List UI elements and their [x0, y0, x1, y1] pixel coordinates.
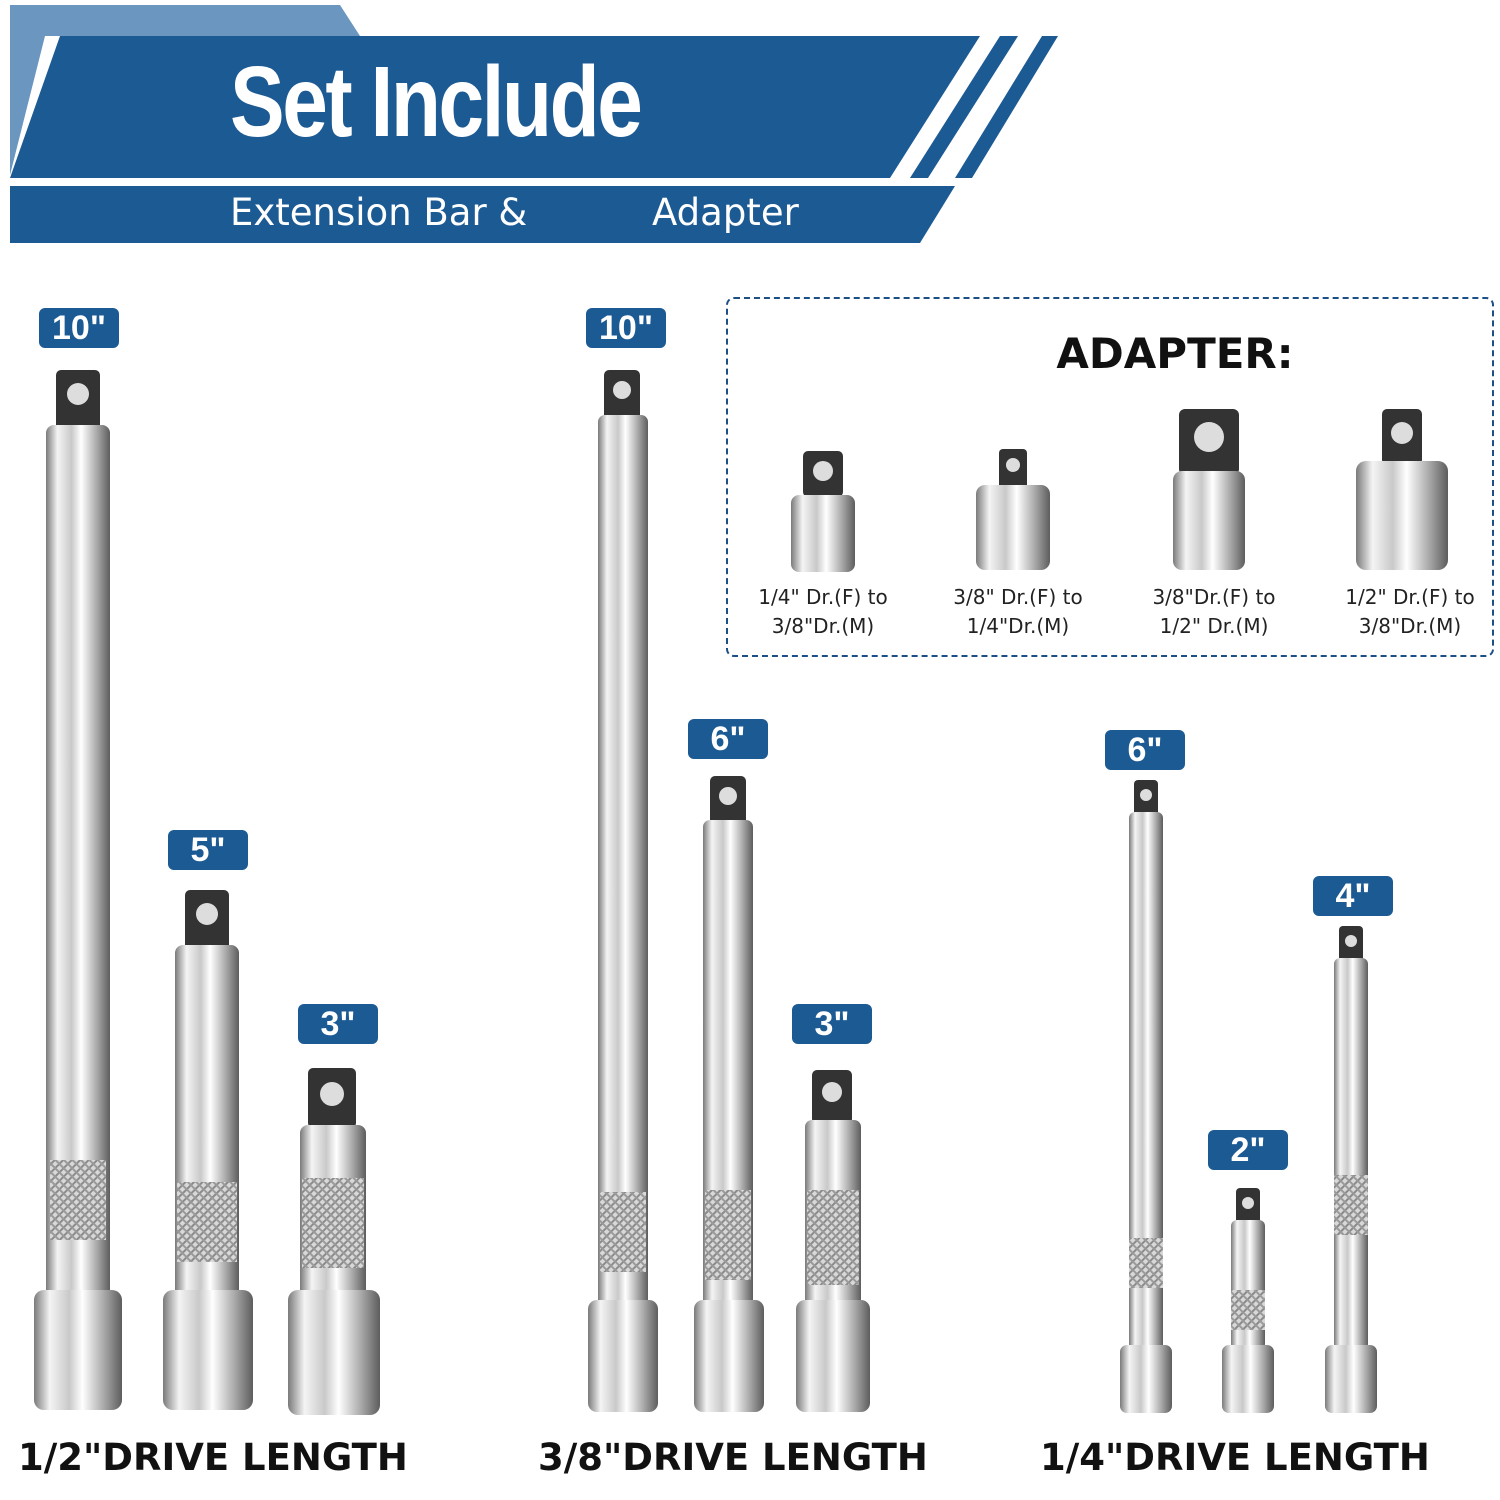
length-badge-quarter-4in: 4": [1313, 876, 1393, 916]
length-badge-half-10in: 10": [39, 308, 119, 348]
bar-quarter-4in: [1325, 926, 1377, 1413]
bar-quarter-6in: [1120, 780, 1172, 1413]
bar-3-8-6in: [694, 776, 764, 1412]
length-badge-3-8-6in: 6": [688, 719, 768, 759]
adapter-caption-1-line2: 3/8"Dr.(M): [771, 614, 875, 638]
adapter-image-3: [1173, 409, 1245, 570]
adapter-caption-1: 1/4" Dr.(F) to 3/8"Dr.(M): [733, 583, 913, 641]
subtitle-adapter: Adapter: [652, 191, 799, 234]
adapter-image-1: [791, 451, 855, 572]
length-badge-half-3in: 3": [298, 1004, 378, 1044]
adapter-caption-3-line1: 3/8"Dr.(F) to: [1152, 585, 1276, 609]
page-title: Set Include: [230, 46, 643, 158]
length-badge-3-8-3in: 3": [792, 1004, 872, 1044]
subtitle-extension-bar: Extension Bar &: [230, 191, 528, 234]
header-banner: [10, 5, 1058, 243]
length-badge-quarter-2in: 2": [1208, 1130, 1288, 1170]
adapter-caption-1-line1: 1/4" Dr.(F) to: [758, 585, 888, 609]
adapter-caption-4: 1/2" Dr.(F) to 3/8"Dr.(M): [1320, 583, 1500, 641]
adapter-image-2: [976, 449, 1050, 570]
length-badge-quarter-6in: 6": [1105, 730, 1185, 770]
bar-half-3in: [288, 1068, 380, 1415]
adapter-caption-3-line2: 1/2" Dr.(M): [1159, 614, 1269, 638]
drive-length-label-half: 1/2"DRIVE LENGTH: [18, 1436, 408, 1479]
bar-3-8-3in: [796, 1070, 870, 1412]
adapter-caption-2-line1: 3/8" Dr.(F) to: [953, 585, 1083, 609]
adapter-panel: ADAPTER: 1/4" Dr.(F) to 3/8"Dr.(M) 3/8" …: [726, 297, 1494, 657]
adapter-caption-2-line2: 1/4"Dr.(M): [966, 614, 1070, 638]
adapter-caption-4-line2: 3/8"Dr.(M): [1358, 614, 1462, 638]
adapter-caption-4-line1: 1/2" Dr.(F) to: [1345, 585, 1475, 609]
adapter-caption-2: 3/8" Dr.(F) to 1/4"Dr.(M): [928, 583, 1108, 641]
adapter-caption-3: 3/8"Dr.(F) to 1/2" Dr.(M): [1124, 583, 1304, 641]
drive-length-label-quarter: 1/4"DRIVE LENGTH: [1040, 1436, 1430, 1479]
bar-3-8-10in: [588, 370, 658, 1412]
bar-half-10in: [34, 370, 122, 1410]
length-badge-half-5in: 5": [168, 830, 248, 870]
adapter-image-4: [1356, 409, 1448, 570]
length-badge-3-8-10in: 10": [586, 308, 666, 348]
bar-quarter-2in: [1222, 1188, 1274, 1413]
adapter-title: ADAPTER:: [1056, 329, 1294, 378]
bar-half-5in: [163, 890, 253, 1410]
drive-length-label-3-8: 3/8"DRIVE LENGTH: [538, 1436, 928, 1479]
